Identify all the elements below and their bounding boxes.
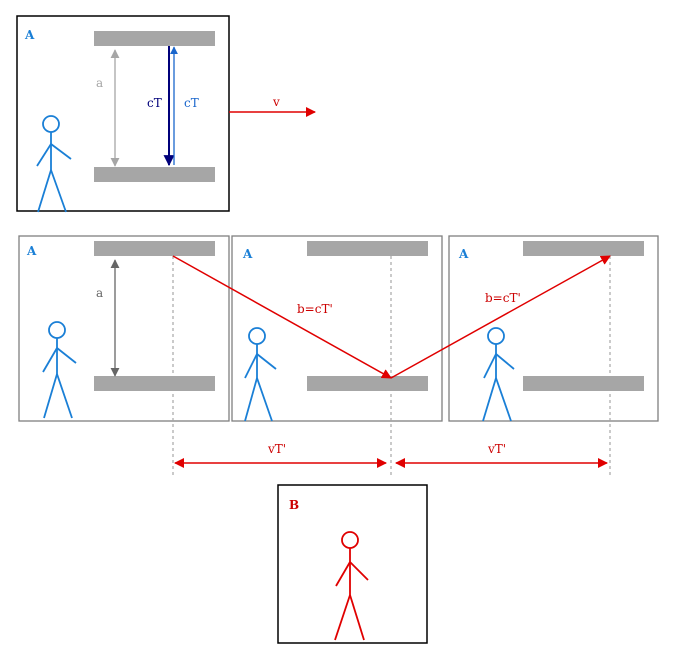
ct-down-label: cT: [147, 96, 162, 110]
observer-a-figure: [244, 327, 277, 422]
bottom-mirror: [307, 376, 428, 391]
distance-vt-right-label: vT': [487, 442, 506, 456]
observer-a-figure: [42, 321, 77, 419]
observer-a-figure: [482, 327, 515, 422]
top-mirror: [94, 31, 215, 46]
light-path-down: [172, 255, 392, 379]
frame-b: B: [277, 484, 428, 644]
distance-a-label: a: [96, 76, 103, 90]
observer-a-rest-figure: [36, 115, 72, 213]
frame-a-moving-2: A: [231, 235, 443, 422]
frame-a-moving-1: A a: [18, 235, 230, 422]
light-path-up-label: b=cT': [485, 291, 521, 305]
observer-b-figure: [334, 531, 369, 641]
top-mirror: [523, 241, 644, 256]
top-mirror: [94, 241, 215, 256]
frame-a-moving-2-border: [231, 235, 443, 422]
frame-a-moving-3-label: A: [458, 247, 469, 261]
distance-vt-left-label: vT': [267, 442, 286, 456]
frame-a-moving-2-label: A: [242, 247, 253, 261]
frame-a-moving-1-label: A: [26, 244, 37, 258]
bottom-mirror: [94, 376, 215, 391]
frame-a-rest: A a cT cT: [16, 15, 230, 213]
reference-lines: [172, 256, 611, 478]
velocity-label: v: [272, 95, 280, 109]
distance-a-label: a: [96, 286, 103, 300]
frame-b-label: B: [289, 498, 299, 512]
frame-a-rest-label: A: [24, 28, 35, 42]
bottom-mirror: [94, 167, 215, 182]
ct-up-label: cT: [184, 96, 199, 110]
top-mirror: [307, 241, 428, 256]
bottom-mirror: [523, 376, 644, 391]
light-path-up: [390, 255, 611, 379]
light-path-down-label: b=cT': [297, 302, 333, 316]
frame-a-moving-3: A: [448, 235, 659, 422]
